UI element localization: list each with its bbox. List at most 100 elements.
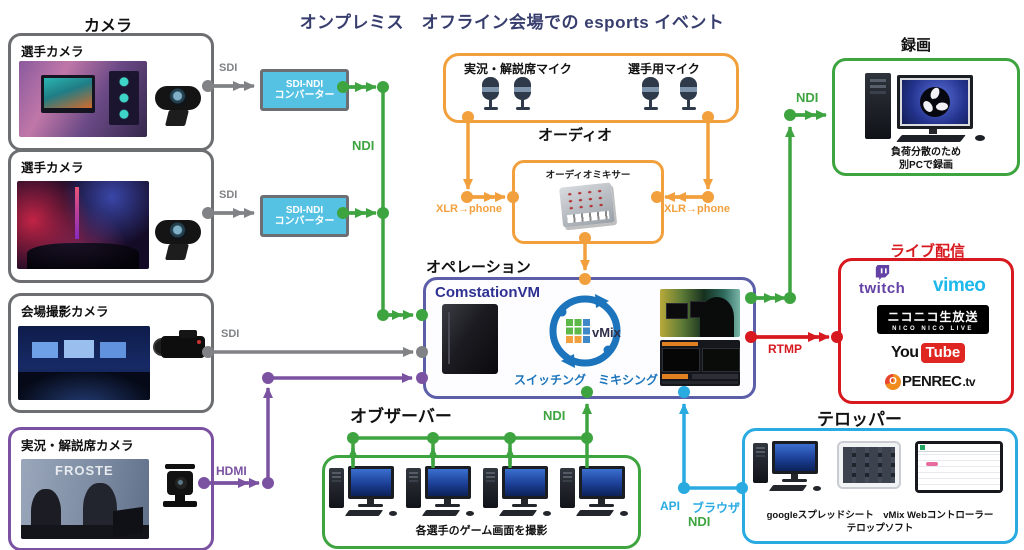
sdi-ndi-converter-2: SDI-NDI コンバーター <box>260 195 349 237</box>
monitor-stand <box>929 129 937 134</box>
player-camera-1-photo <box>19 61 147 137</box>
ui-preview <box>662 348 700 372</box>
diagram-title: オンプレミス オフライン会場での esports イベント <box>299 13 725 32</box>
camera-section-label: カメラ <box>84 18 133 35</box>
ui-bar <box>662 374 688 379</box>
xlr-phone-label: XLR→phone <box>436 203 502 215</box>
openrec-text: PENREC <box>902 373 962 390</box>
api-label: API <box>660 499 681 513</box>
vmix-web-controller-tablet <box>837 441 901 489</box>
openrec-logo: O PENREC .tv <box>885 373 976 390</box>
ndi-label: NDI <box>796 90 819 105</box>
photo-neon <box>75 187 79 239</box>
recording-section-label: 録画 <box>901 37 932 54</box>
openrec-o-icon: O <box>885 373 901 390</box>
recording-note-line1: 負荷分散のため <box>891 147 961 158</box>
converter-label-line1: SDI-NDI <box>285 204 324 216</box>
sdi-label: SDI <box>219 189 238 201</box>
player-camera-box-1: 選手カメラ <box>8 33 214 151</box>
youtube-tube-badge: Tube <box>920 343 966 363</box>
photo-stage-screen <box>64 340 94 358</box>
player-mics-label: 選手用マイク <box>628 62 700 76</box>
audio-mixer-box: オーディオミキサー <box>512 160 664 244</box>
rtmp-label: RTMP <box>768 342 802 356</box>
observer-pc <box>483 466 563 524</box>
recording-monitor <box>897 75 973 129</box>
photo-pc-tower <box>109 71 139 125</box>
microphone-icon <box>642 77 659 110</box>
vmix-logo: vMix <box>549 294 622 368</box>
venue-camera-box: 会場撮影カメラ <box>8 293 214 413</box>
venue-camera-photo <box>18 326 150 400</box>
telop-box: googleスプレッドシート vMix Webコントローラー テロップソフト <box>742 428 1018 544</box>
converter-label-line2: コンバーター <box>274 90 335 101</box>
ndi-label: NDI <box>688 514 711 529</box>
webcam-icon <box>153 216 205 268</box>
photo-crowd <box>18 372 150 400</box>
audio-section-label: オーディオ <box>538 127 612 144</box>
telop-note-line1: googleスプレッドシート vMix Webコントローラー <box>766 510 994 521</box>
photo-monitor-back <box>113 506 143 538</box>
telop-note-line2: テロップソフト <box>846 523 914 534</box>
photo-stage-screen <box>100 342 126 358</box>
observers-box: 各選手のゲーム画面を撮影 <box>322 455 641 549</box>
browser-label: ブラウザ <box>692 501 741 515</box>
photo-stage-screen <box>32 342 58 358</box>
audio-mixer-icon <box>559 182 615 228</box>
twitch-text: twitch <box>859 280 906 297</box>
monitor-screen <box>902 80 968 124</box>
caster-camera-box: 実況・解説席カメラ FROSTE <box>8 427 214 550</box>
ui-preview <box>702 348 740 372</box>
webcam-icon <box>153 82 205 134</box>
niconico-text: ニコニコ生放送 <box>887 310 979 324</box>
player-camera-box-2: 選手カメラ <box>8 149 214 283</box>
niconico-logo: ニコニコ生放送 NICO NICO LIVE <box>877 305 989 334</box>
ptz-camera-icon <box>159 464 203 520</box>
operator-photo <box>660 289 740 337</box>
photo-monitor <box>666 303 688 319</box>
ndi-label: NDI <box>352 138 375 153</box>
ui-bar <box>662 342 698 346</box>
audio-mixer-label: オーディオミキサー <box>545 170 631 181</box>
operation-functions-label: スイッチング ミキシング <box>514 373 659 387</box>
photo-silhouette <box>700 297 734 337</box>
camcorder-icon <box>153 326 209 366</box>
recording-note-line2: 別PCで録画 <box>899 160 953 171</box>
converter-label-line1: SDI-NDI <box>285 78 324 90</box>
vmix-pc-tower-icon <box>442 304 498 374</box>
observers-section-label: オブザーバー <box>350 407 452 426</box>
operation-section-label: オペレーション <box>426 259 531 276</box>
ui-bar <box>662 381 738 384</box>
api-wires <box>678 386 748 494</box>
microphone-icon <box>680 77 697 110</box>
vmix-ui-screenshot <box>660 340 740 386</box>
ndi-label: NDI <box>543 408 566 423</box>
twitch-logo: twitch <box>859 265 905 297</box>
caster-camera-photo: FROSTE <box>21 459 149 539</box>
audio-mics-box: 実況・解説席マイク 選手用マイク <box>443 53 739 123</box>
telop-pc <box>753 441 833 499</box>
vmix-grid-icon <box>566 319 590 343</box>
player-camera-1-label: 選手カメラ <box>21 45 84 59</box>
youtube-you-text: You <box>891 344 919 361</box>
caster-mics-label: 実況・解説席マイク <box>464 62 572 76</box>
tower-drive-bays <box>870 79 886 82</box>
observer-pc <box>406 466 486 524</box>
photo-screen <box>44 78 92 108</box>
observer-pc <box>329 466 409 524</box>
svg-text:vMix: vMix <box>592 325 622 340</box>
converter-label-line2: コンバーター <box>274 216 335 227</box>
photo-silhouette <box>27 243 139 269</box>
recording-mouse <box>975 135 985 141</box>
player-camera-2-label: 選手カメラ <box>21 161 84 175</box>
youtube-logo: You Tube <box>891 343 966 363</box>
operation-box: ComstationVM vMix スイッチング ミキシング <box>423 277 756 399</box>
xlr-phone-label: XLR→phone <box>664 203 730 215</box>
streaming-box: twitch vimeo ニコニコ生放送 NICO NICO LIVE You … <box>838 258 1014 404</box>
hdmi-label: HDMI <box>216 464 247 478</box>
twitch-glitch-icon <box>875 265 889 280</box>
venue-camera-label: 会場撮影カメラ <box>21 305 109 319</box>
microphone-icon <box>514 77 531 110</box>
vimeo-logo: vimeo <box>933 275 986 296</box>
